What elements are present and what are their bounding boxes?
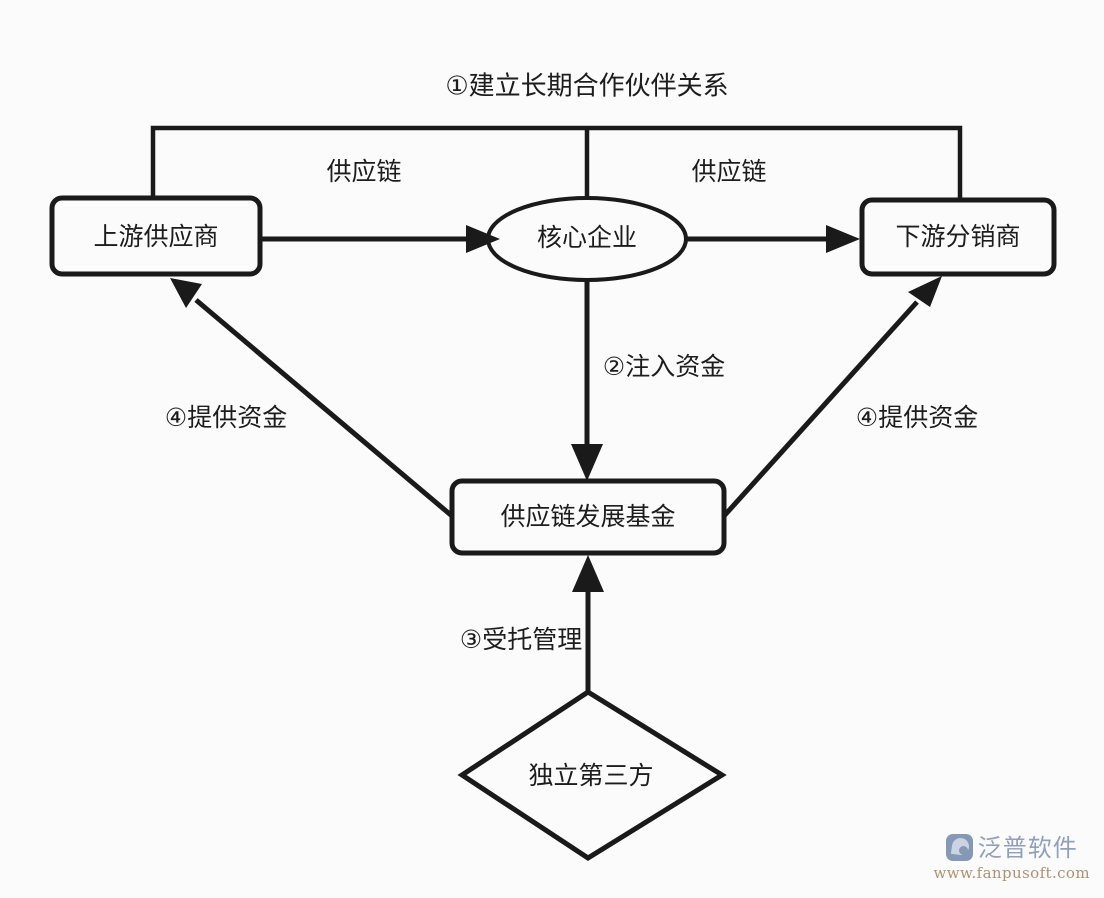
entrusted-management-label: ③受托管理	[460, 625, 582, 654]
fanpu-logo-icon	[945, 834, 973, 861]
inject-capital-label: ②注入资金	[603, 352, 725, 381]
arrowhead-fund-to-upstream	[170, 278, 202, 308]
node-downstream-distributor[interactable]: 下游分销商	[859, 197, 1057, 277]
arrowhead-thirdparty-to-fund	[572, 555, 604, 592]
watermark-brand-text: 泛普软件	[977, 833, 1078, 862]
node-independent-third-party[interactable]: 独立第三方	[457, 689, 727, 861]
provide-capital-left-label: ④提供资金	[165, 403, 287, 432]
arrowhead-core-to-fund	[571, 444, 603, 481]
arrow-core-to-fund	[571, 280, 603, 481]
arrow-fund-to-upstream	[170, 278, 454, 518]
supply-chain-fund-box[interactable]	[449, 478, 727, 556]
arrow-fund-to-downstream	[722, 276, 942, 518]
core-enterprise-label: 核心企业	[537, 223, 637, 252]
node-supply-chain-fund[interactable]: 供应链发展基金	[449, 478, 727, 556]
arrowhead-upstream-to-core	[466, 225, 500, 253]
supply-chain-left-label: 供应链	[326, 157, 401, 186]
arrowhead-fund-to-downstream	[908, 276, 942, 307]
arrow-thirdparty-to-fund	[572, 555, 604, 692]
arrow-upstream-to-core	[260, 225, 500, 253]
provide-capital-right-label: ④提供资金	[856, 403, 978, 432]
arrowhead-core-to-downstream	[826, 225, 860, 253]
supply-chain-right-label: 供应链	[691, 157, 766, 186]
node-upstream-supplier[interactable]: 上游供应商	[49, 195, 263, 277]
upstream-supplier-label: 上游供应商	[93, 222, 218, 251]
partnership-bracket	[150, 125, 963, 200]
partnership-title-label: ①建立长期合作伙伴关系	[445, 72, 728, 102]
independent-third-party-label: 独立第三方	[528, 761, 653, 790]
watermark-brand-row: 泛普软件	[945, 833, 1078, 862]
watermark-url: www.fanpusoft.com	[933, 864, 1090, 882]
downstream-distributor-box[interactable]	[859, 197, 1057, 277]
independent-third-party-diamond[interactable]	[457, 689, 727, 861]
watermark: 泛普软件 www.fanpusoft.com	[934, 834, 1090, 882]
downstream-distributor-label: 下游分销商	[895, 222, 1020, 251]
node-core-enterprise[interactable]: 核心企业	[486, 196, 688, 282]
arrow-core-to-downstream	[686, 225, 860, 253]
supply-chain-fund-label: 供应链发展基金	[500, 502, 675, 531]
upstream-supplier-box[interactable]	[49, 195, 263, 277]
